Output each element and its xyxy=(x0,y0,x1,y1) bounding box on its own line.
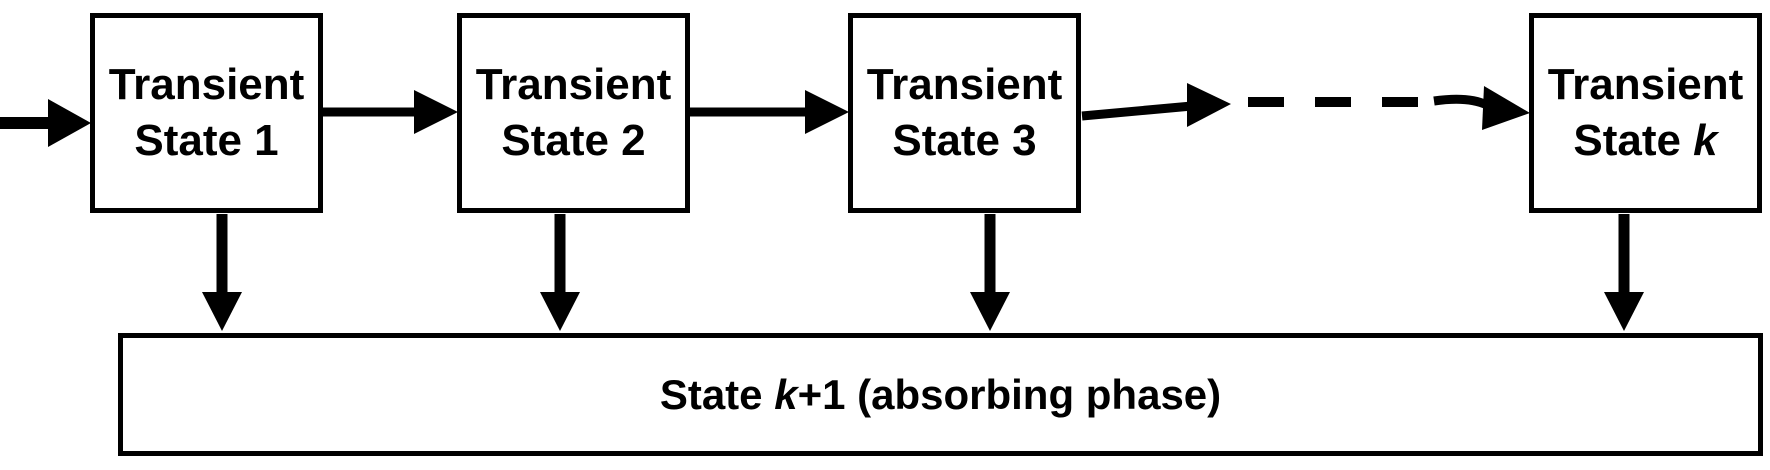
arrow-state2-to-state3-icon xyxy=(690,90,849,134)
transient-state-2-label-line1: Transient xyxy=(475,60,672,110)
entry-arrow-icon xyxy=(0,99,91,147)
absorbing-state-label: State k+1 (absorbing phase) xyxy=(659,370,1222,418)
k-variable: k xyxy=(774,370,798,418)
arrow-state1-to-absorbing-icon xyxy=(202,214,242,331)
arrow-ellipsis-to-statek-icon xyxy=(1433,86,1530,130)
k-variable: k xyxy=(1693,116,1718,165)
transient-state-k-label-line2: State k xyxy=(1573,116,1718,165)
arrow-state3-to-absorbing-icon xyxy=(970,214,1010,331)
transient-state-3-box: Transient State 3 xyxy=(848,13,1081,213)
transient-state-1-label-line2: State 1 xyxy=(134,116,279,165)
transient-state-2-label-line2: State 2 xyxy=(501,116,646,165)
transient-state-1-label-line1: Transient xyxy=(108,60,305,110)
transient-state-k-label-line1: Transient xyxy=(1547,60,1744,110)
transient-state-3-label-line2: State 3 xyxy=(892,116,1037,165)
arrow-state1-to-state2-icon xyxy=(323,90,458,134)
arrow-state2-to-absorbing-icon xyxy=(540,214,580,331)
transient-state-2-box: Transient State 2 xyxy=(457,13,690,213)
transient-state-k-box: Transient State k xyxy=(1529,13,1762,213)
arrow-statek-to-absorbing-icon xyxy=(1604,214,1644,331)
transient-state-3-label-line1: Transient xyxy=(866,60,1063,110)
transient-state-1-box: Transient State 1 xyxy=(90,13,323,213)
absorbing-state-box: State k+1 (absorbing phase) xyxy=(118,333,1763,456)
arrow-state3-to-ellipsis-icon xyxy=(1081,83,1231,127)
